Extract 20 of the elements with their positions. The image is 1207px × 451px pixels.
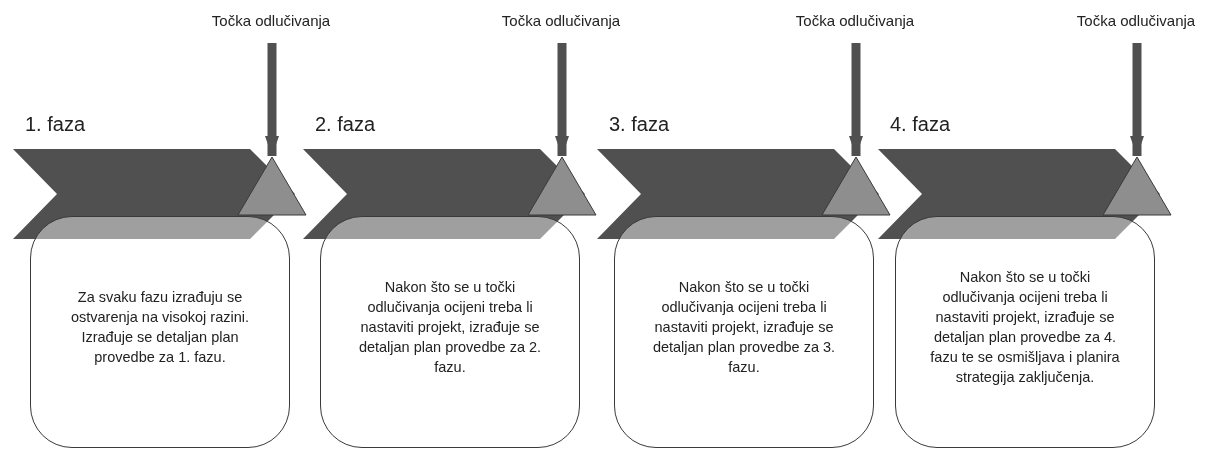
- description-text: Za svaku fazu izrađuju se ostvarenja na visokoj razini. Izrađuje se detaljan plan provedbe za 1. fazu.: [69, 288, 251, 367]
- down-arrow: [849, 43, 863, 156]
- phase-heading: 4. faza: [890, 112, 951, 136]
- decision-point-label: Točka odlučivanja: [1076, 12, 1196, 29]
- down-arrow: [555, 43, 569, 156]
- decision-point-label: Točka odlučivanja: [501, 12, 621, 29]
- decision-point-label: Točka odlučivanja: [211, 12, 331, 29]
- description-card: [614, 216, 874, 448]
- description-card: [895, 216, 1155, 448]
- down-arrow: [265, 43, 279, 156]
- phase-heading: 2. faza: [315, 112, 376, 136]
- phase-heading: 1. faza: [25, 112, 86, 136]
- description-card: [320, 216, 580, 448]
- description-text: Nakon što se u točki odlučivanja ocijeni treba li nastaviti projekt, izrađuje se detaljan plan provedbe za 2. fazu.: [357, 278, 543, 377]
- description-text: Nakon što se u točki odlučivanja ocijeni treba li nastaviti projekt, izrađuje se detaljan plan provedbe za 4. fazu te se osmišljava i planira strategija zaključenja.: [929, 268, 1121, 387]
- description-card: [30, 216, 290, 448]
- description-text: Nakon što se u točki odlučivanja ocijeni treba li nastaviti projekt, izrađuje se detaljan plan provedbe za 3. fazu.: [651, 278, 837, 377]
- phase-heading: 3. faza: [609, 112, 670, 136]
- decision-point-label: Točka odlučivanja: [795, 12, 915, 29]
- down-arrow: [1130, 43, 1144, 156]
